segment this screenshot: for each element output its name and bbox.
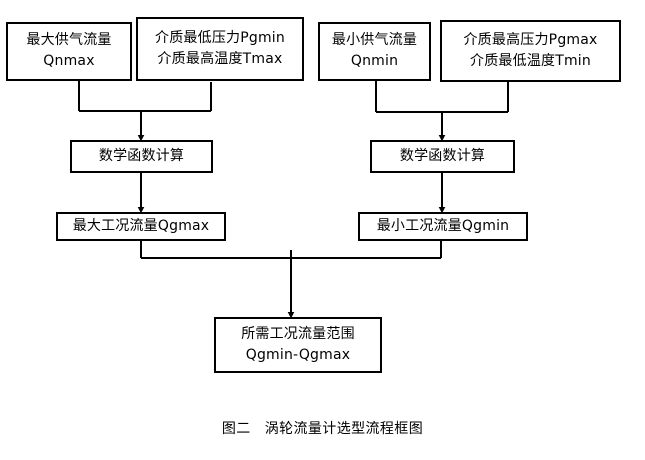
node-math-calc-left[interactable]: 数学函数计算 (70, 140, 213, 173)
figure-caption: 图二涡轮流量计选型流程框图 (0, 418, 645, 438)
node-math-calc-right[interactable]: 数学函数计算 (370, 140, 515, 173)
node-qgmin-label: 最小工况流量Qgmin (376, 217, 510, 234)
node-min-supply-flow-line1: 最小供气流量 (331, 32, 418, 49)
node-max-supply-flow-line1: 最大供气流量 (26, 32, 112, 49)
node-max-pressure-min-temp-line1: 介质最高压力Pgmax (463, 31, 598, 48)
node-qgmin[interactable]: 最小工况流量Qgmin (358, 212, 528, 241)
node-min-supply-flow[interactable]: 最小供气流量 Qnmin (318, 22, 431, 81)
connector-left-merge (78, 81, 212, 142)
node-min-pressure-max-temp-line1: 介质最低压力Pgmin (155, 29, 285, 46)
node-required-range-line2: Qgmin-Qgmax (245, 346, 351, 363)
node-max-supply-flow-line2: Qnmax (43, 53, 95, 69)
node-math-calc-left-label: 数学函数计算 (98, 147, 185, 164)
connector-right-merge (375, 81, 509, 142)
node-required-range[interactable]: 所需工况流量范围 Qgmin-Qgmax (214, 317, 382, 373)
figure-caption-text: 涡轮流量计选型流程框图 (264, 421, 424, 437)
connector-bottom-merge (140, 241, 442, 319)
node-max-pressure-min-temp[interactable]: 介质最高压力Pgmax 介质最低温度Tmin (440, 20, 621, 82)
node-max-supply-flow[interactable]: 最大供气流量 Qnmax (6, 22, 132, 81)
node-required-range-line1: 所需工况流量范围 (241, 325, 355, 342)
node-max-pressure-min-temp-line2: 介质最低温度Tmin (470, 52, 591, 69)
node-math-calc-right-label: 数学函数计算 (399, 147, 486, 164)
node-qgmax[interactable]: 最大工况流量Qgmax (56, 212, 226, 241)
node-qgmax-label: 最大工况流量Qgmax (72, 217, 210, 234)
node-min-supply-flow-line2: Qnmin (350, 53, 399, 69)
node-min-pressure-max-temp-line2: 介质最高温度Tmax (157, 50, 283, 67)
node-min-pressure-max-temp[interactable]: 介质最低压力Pgmin 介质最高温度Tmax (136, 17, 304, 81)
figure-caption-number: 图二 (221, 421, 251, 437)
